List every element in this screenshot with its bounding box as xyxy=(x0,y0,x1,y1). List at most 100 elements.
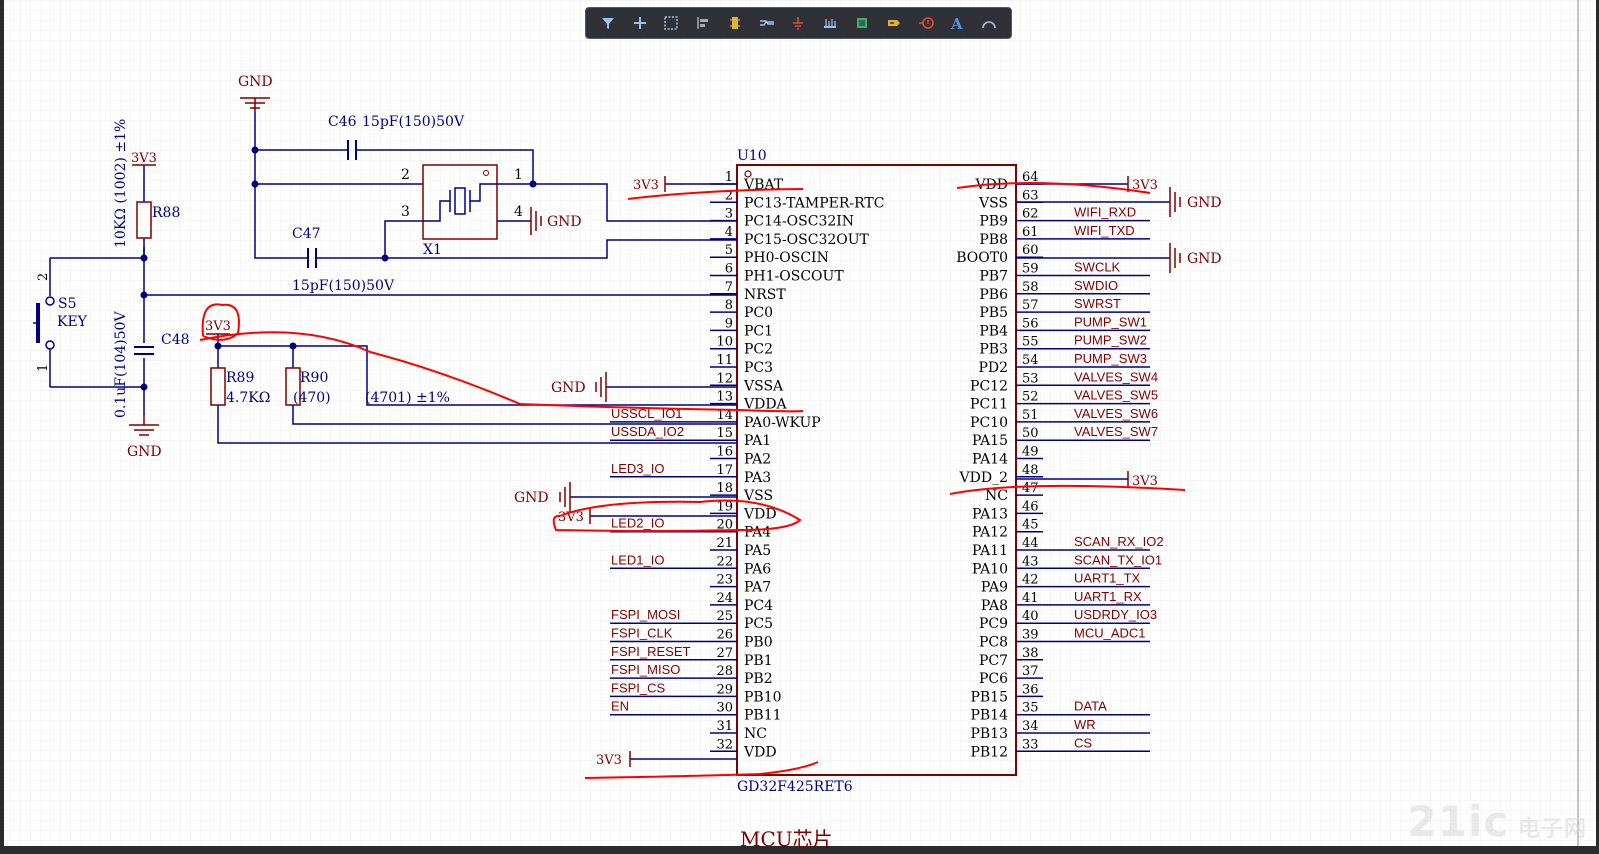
x1-ref: X1 xyxy=(423,242,442,258)
r88-resistor[interactable] xyxy=(136,201,152,239)
u10-left-pin-name: PA3 xyxy=(744,470,771,486)
right-net-label[interactable]: UART1_RX xyxy=(1074,589,1142,604)
align-button[interactable] xyxy=(692,12,714,34)
u10-left-pin-name: PH1-OSCOUT xyxy=(744,269,844,285)
part-button[interactable] xyxy=(724,12,746,34)
u10-right-pin-number: 62 xyxy=(1022,207,1039,222)
c48-value: 0.1uF(104)50V xyxy=(113,311,129,418)
red-markup-strokes xyxy=(199,182,1186,779)
left-net-label[interactable]: FSPI_CLK xyxy=(611,626,673,641)
right-net-label[interactable]: SCAN_TX_IO1 xyxy=(1074,552,1162,567)
u10-right-pin-name: PB15 xyxy=(970,689,1008,705)
left-net-label[interactable]: EN xyxy=(611,699,629,714)
right-net-label[interactable]: VALVES_SW7 xyxy=(1074,424,1158,439)
port-button[interactable] xyxy=(915,12,937,34)
u10-left-pin-name: PC14-OSC32IN xyxy=(744,214,854,230)
s5-pin-2: 2 xyxy=(36,273,51,281)
chip-button[interactable] xyxy=(851,12,873,34)
right-net-label[interactable]: SWDIO xyxy=(1074,278,1118,293)
u10-left-pin-name: PA5 xyxy=(744,543,771,559)
right-net-label[interactable]: CS xyxy=(1074,735,1092,750)
x1-crystal[interactable] xyxy=(422,164,498,240)
u10-right-pin-name: PC9 xyxy=(979,616,1008,632)
filter-button[interactable] xyxy=(597,12,619,34)
u10-right-pin-number: 64 xyxy=(1022,170,1039,185)
bus-button[interactable] xyxy=(819,12,841,34)
ground-button[interactable] xyxy=(787,12,809,34)
right-net-label[interactable]: SWCLK xyxy=(1074,260,1121,275)
x1-pin-4: 4 xyxy=(514,204,523,220)
u10-right-pin-name: PC6 xyxy=(979,671,1008,687)
right-net-label[interactable]: WIFI_RXD xyxy=(1074,205,1136,220)
r90-resistor[interactable] xyxy=(285,367,301,406)
u10-left-pin-number: 2 xyxy=(725,188,733,203)
port-icon xyxy=(918,17,934,29)
right-net-label[interactable]: PUMP_SW2 xyxy=(1074,333,1147,348)
harness-button[interactable] xyxy=(883,12,905,34)
arc-button[interactable] xyxy=(978,12,1000,34)
u10-right-pin-name: PA13 xyxy=(972,506,1008,522)
u10-right-pin-name: PA14 xyxy=(972,452,1008,468)
r89-resistor[interactable] xyxy=(210,367,226,406)
u10-left-pin-number: 12 xyxy=(716,371,733,386)
add-icon xyxy=(633,17,646,29)
gnd-symbol-c48 xyxy=(129,415,159,436)
right-net-label[interactable]: SWRST xyxy=(1074,296,1121,311)
u10-right-pin-number: 45 xyxy=(1022,518,1039,533)
u10-right-pin-number: 56 xyxy=(1022,316,1039,331)
right-net-label[interactable]: MCU_ADC1 xyxy=(1074,626,1146,641)
r-overlap-value: (4701) ±1% xyxy=(365,390,450,406)
u10-body[interactable] xyxy=(736,164,1017,776)
select-button[interactable] xyxy=(660,12,682,34)
u10-pin1-dot xyxy=(744,170,752,178)
text-button[interactable]: A xyxy=(946,12,968,34)
align-icon xyxy=(697,17,709,29)
left-net-label[interactable]: LED2_IO xyxy=(611,516,664,531)
right-net-label[interactable]: PUMP_SW3 xyxy=(1074,351,1147,366)
u10-left-pin-name: VSSA xyxy=(743,378,784,394)
s5-switch[interactable] xyxy=(33,258,55,387)
r89-value: 4.7KΩ xyxy=(226,390,270,406)
u10-left-pin-number: 16 xyxy=(716,445,733,460)
u10-left-pin-number: 31 xyxy=(716,719,733,734)
u10-right-pin-name: PA11 xyxy=(972,543,1008,559)
right-net-label[interactable]: VALVES_SW4 xyxy=(1074,369,1158,384)
gnd-label-x1: GND xyxy=(547,214,582,230)
right-net-label[interactable]: DATA xyxy=(1074,699,1107,714)
left-net-label[interactable]: USSCL_IO1 xyxy=(611,406,683,421)
left-net-label[interactable]: LED1_IO xyxy=(611,552,664,567)
right-net-label[interactable]: VALVES_SW6 xyxy=(1074,406,1158,421)
right-net-label[interactable]: WR xyxy=(1074,717,1096,732)
u10-right-pin-number: 35 xyxy=(1022,701,1039,716)
left-net-label[interactable]: USSDA_IO2 xyxy=(611,424,684,439)
r90-ref: R90 xyxy=(300,370,328,386)
x1-pin-1: 1 xyxy=(514,167,523,183)
right-net-label[interactable]: PUMP_SW1 xyxy=(1074,314,1147,329)
text-icon: A xyxy=(950,15,963,32)
c47-capacitor[interactable] xyxy=(300,248,330,268)
add-button[interactable] xyxy=(629,12,651,34)
select-rect-icon xyxy=(664,16,679,30)
right-net-label[interactable]: WIFI_TXD xyxy=(1074,223,1135,238)
left-net-label[interactable]: FSPI_CS xyxy=(611,680,666,695)
right-net-label[interactable]: USDRDY_IO3 xyxy=(1074,607,1157,622)
c48-capacitor[interactable] xyxy=(134,346,154,355)
u10-right-pin-name: NC xyxy=(985,488,1008,504)
c46-capacitor[interactable] xyxy=(340,140,370,160)
u10-right-pin-name: PA9 xyxy=(981,580,1008,596)
u10-left-pin-name: PC13-TAMPER-RTC xyxy=(744,195,884,211)
right-net-label[interactable]: VALVES_SW5 xyxy=(1074,388,1158,403)
u10-right-pin-number: 39 xyxy=(1022,628,1039,643)
left-net-label[interactable]: FSPI_MISO xyxy=(611,662,680,677)
u10-right-pin-number: 33 xyxy=(1022,737,1039,752)
u10-left-pin-name: PA0-WKUP xyxy=(744,415,821,431)
left-net-label[interactable]: LED3_IO xyxy=(611,461,664,476)
right-net-label[interactable]: SCAN_RX_IO2 xyxy=(1074,534,1164,549)
chip-icon xyxy=(857,18,867,28)
left-net-label[interactable]: FSPI_MOSI xyxy=(611,607,680,622)
left-net-label[interactable]: FSPI_RESET xyxy=(611,644,691,659)
right-net-label[interactable]: UART1_TX xyxy=(1074,571,1141,586)
wire-button[interactable] xyxy=(756,12,778,34)
